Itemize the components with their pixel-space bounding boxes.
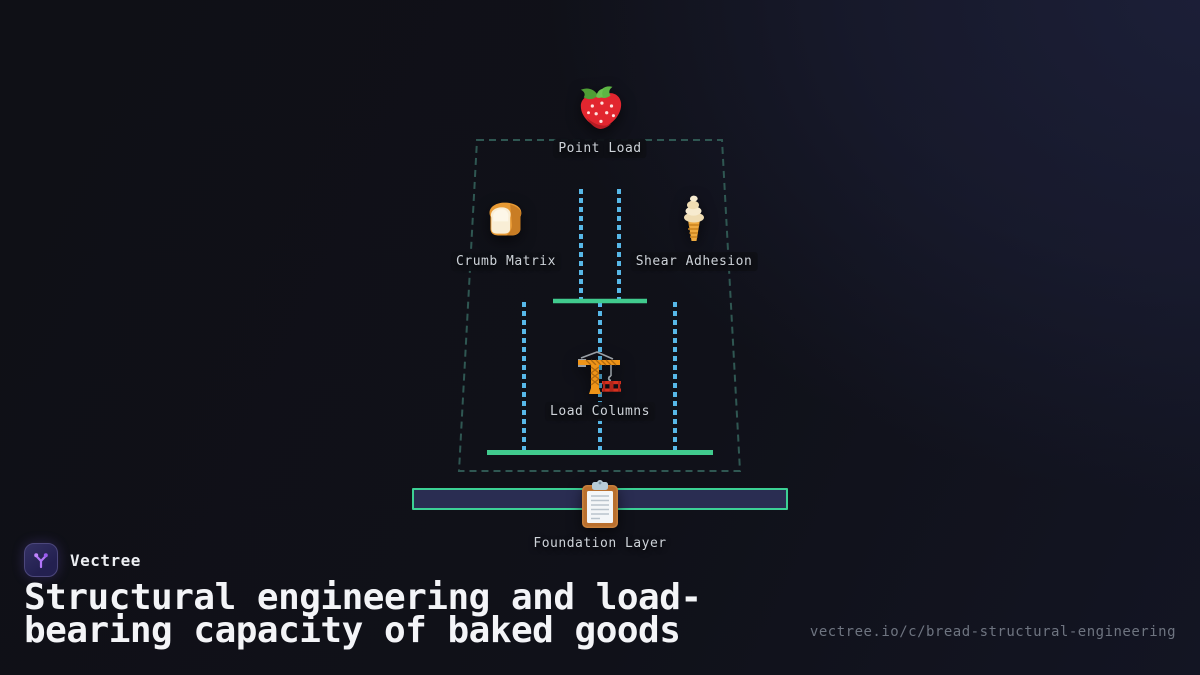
- brand-name: Vectree: [70, 550, 141, 570]
- bread-icon: [482, 197, 527, 246]
- crumb-matrix-label: Crumb Matrix: [451, 252, 561, 271]
- load-path-outline: [457, 139, 742, 472]
- foundation-layer-label: Foundation Layer: [533, 536, 667, 551]
- strawberry-icon: [577, 83, 623, 135]
- soft-serve-icon: [678, 194, 710, 248]
- point-load-label: Point Load: [553, 139, 647, 158]
- clipboard-icon: [578, 479, 622, 533]
- vectree-logo: [24, 543, 58, 577]
- brand-row: Vectree: [24, 543, 141, 577]
- crane-icon: [575, 350, 625, 401]
- page-url: vectree.io/c/bread-structural-engineerin…: [809, 624, 1176, 640]
- page-title: Structural engineering and load-bearing …: [24, 577, 702, 651]
- load-columns-label: Load Columns: [545, 402, 655, 421]
- branch-icon: [34, 553, 48, 569]
- shear-adhesion-label: Shear Adhesion: [630, 252, 758, 271]
